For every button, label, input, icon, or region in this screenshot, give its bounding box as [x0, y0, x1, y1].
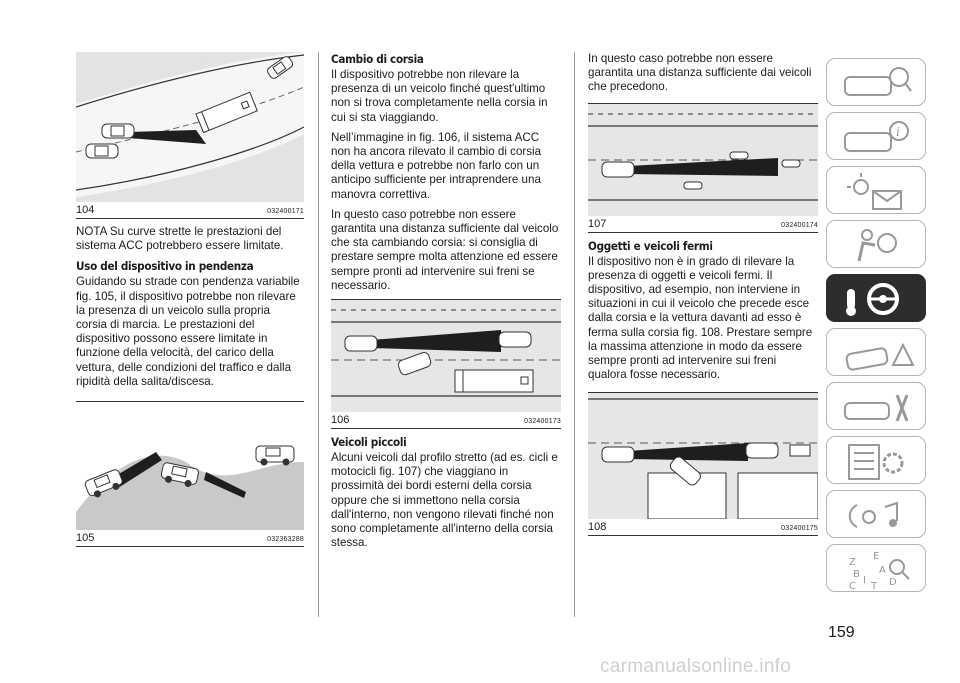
figure-105-illustration: [76, 402, 304, 531]
chapter-tab-dashboard[interactable]: [826, 58, 926, 106]
column-3: In questo caso potrebbe non essere garan…: [588, 52, 818, 542]
chapter-tab-safety[interactable]: [826, 220, 926, 268]
section-heading: Veicoli piccoli: [331, 435, 407, 450]
section-heading: Cambio di corsia: [331, 52, 424, 66]
paragraph: In questo caso potrebbe non essere garan…: [588, 52, 812, 94]
key-steering-wheel-icon: [846, 283, 899, 316]
chapter-tab-multimedia[interactable]: [826, 490, 926, 538]
figure-code: 032400174: [781, 221, 818, 229]
watermark: carmanualsonline.info: [600, 656, 792, 677]
chapter-tab-technical-data[interactable]: [826, 436, 926, 484]
figure-107: 107 032400174: [588, 102, 818, 233]
figure-number: 107: [588, 217, 607, 230]
car-dashboard-icon: [844, 67, 912, 96]
section-heading: Oggetti e veicoli fermi: [588, 238, 713, 253]
car-emergency-icon: [845, 342, 915, 371]
paragraph: In questo caso potrebbe non essere garan…: [331, 207, 559, 292]
figure-code: 032400175: [781, 525, 818, 533]
chapter-tab-know-car[interactable]: i: [826, 112, 926, 160]
car-info-icon: i: [844, 121, 909, 152]
figure-code: 032400171: [267, 208, 304, 215]
figure-number: 106: [331, 414, 350, 427]
figure-number: 104: [76, 204, 95, 216]
figure-107-illustration: [588, 103, 818, 216]
chapter-tab-index[interactable]: Z E B A I C T D: [826, 544, 926, 592]
figure-code: 032400173: [524, 418, 561, 426]
figure-number: 105: [76, 532, 95, 545]
multimedia-icon: [848, 501, 898, 528]
figure-108-illustration: [588, 393, 818, 520]
paragraph: Il dispositivo potrebbe non rilevare la …: [331, 68, 548, 124]
figure-105: 105 032363288: [76, 401, 304, 548]
index-letter: E: [873, 551, 879, 562]
figure-code: 032363288: [267, 536, 304, 544]
figure-number: 108: [588, 521, 607, 534]
car-maintenance-icon: [844, 394, 909, 422]
chapter-navigation: i: [826, 58, 928, 598]
svg-text:i: i: [896, 125, 900, 139]
paragraph: Il dispositivo non è in grado di rilevar…: [588, 254, 813, 382]
chapter-tab-starting-driving[interactable]: [826, 274, 926, 322]
index-letter: C: [849, 581, 856, 592]
paragraph: Alcuni veicoli dal profilo stretto (ad e…: [331, 451, 558, 550]
note-text: NOTA Su curve strette le prestazioni del…: [76, 225, 284, 253]
figure-106: 106 032400173: [331, 299, 561, 430]
index-letter: D: [889, 577, 897, 588]
index-letter: T: [870, 581, 878, 592]
index-letter: I: [863, 575, 866, 586]
paragraph: Guidando su strade con pendenza variabil…: [76, 275, 300, 388]
chapter-tab-warning-lights[interactable]: [826, 166, 926, 214]
safety-airbag-icon: [857, 229, 897, 262]
section-heading: Uso del dispositivo in pendenza: [76, 259, 254, 274]
paragraph: Nell’immagine in fig. 106, il sistema AC…: [331, 130, 542, 201]
index-letter: A: [879, 565, 886, 576]
chapter-tab-emergency[interactable]: [826, 328, 926, 376]
column-divider: [574, 52, 575, 617]
chapter-tab-maintenance[interactable]: [826, 382, 926, 430]
figure-108: 108 032400175: [588, 392, 818, 537]
index-letter: Z: [849, 557, 856, 568]
page-number: 159: [828, 624, 855, 641]
warning-lights-message-icon: [847, 173, 902, 210]
column-1: 104 032400171 NOTA Su curve strette le p…: [76, 52, 304, 553]
technical-data-icon: [848, 444, 904, 480]
column-2: Cambio di corsia Il dispositivo potrebbe…: [331, 52, 561, 556]
figure-104-illustration: [76, 52, 304, 202]
column-divider: [318, 52, 319, 617]
figure-104: 104 032400171: [76, 52, 304, 219]
figure-106-illustration: [331, 300, 561, 413]
alphabetical-index-icon: Z E B A I C T D: [849, 551, 910, 592]
index-letter: B: [853, 569, 860, 580]
